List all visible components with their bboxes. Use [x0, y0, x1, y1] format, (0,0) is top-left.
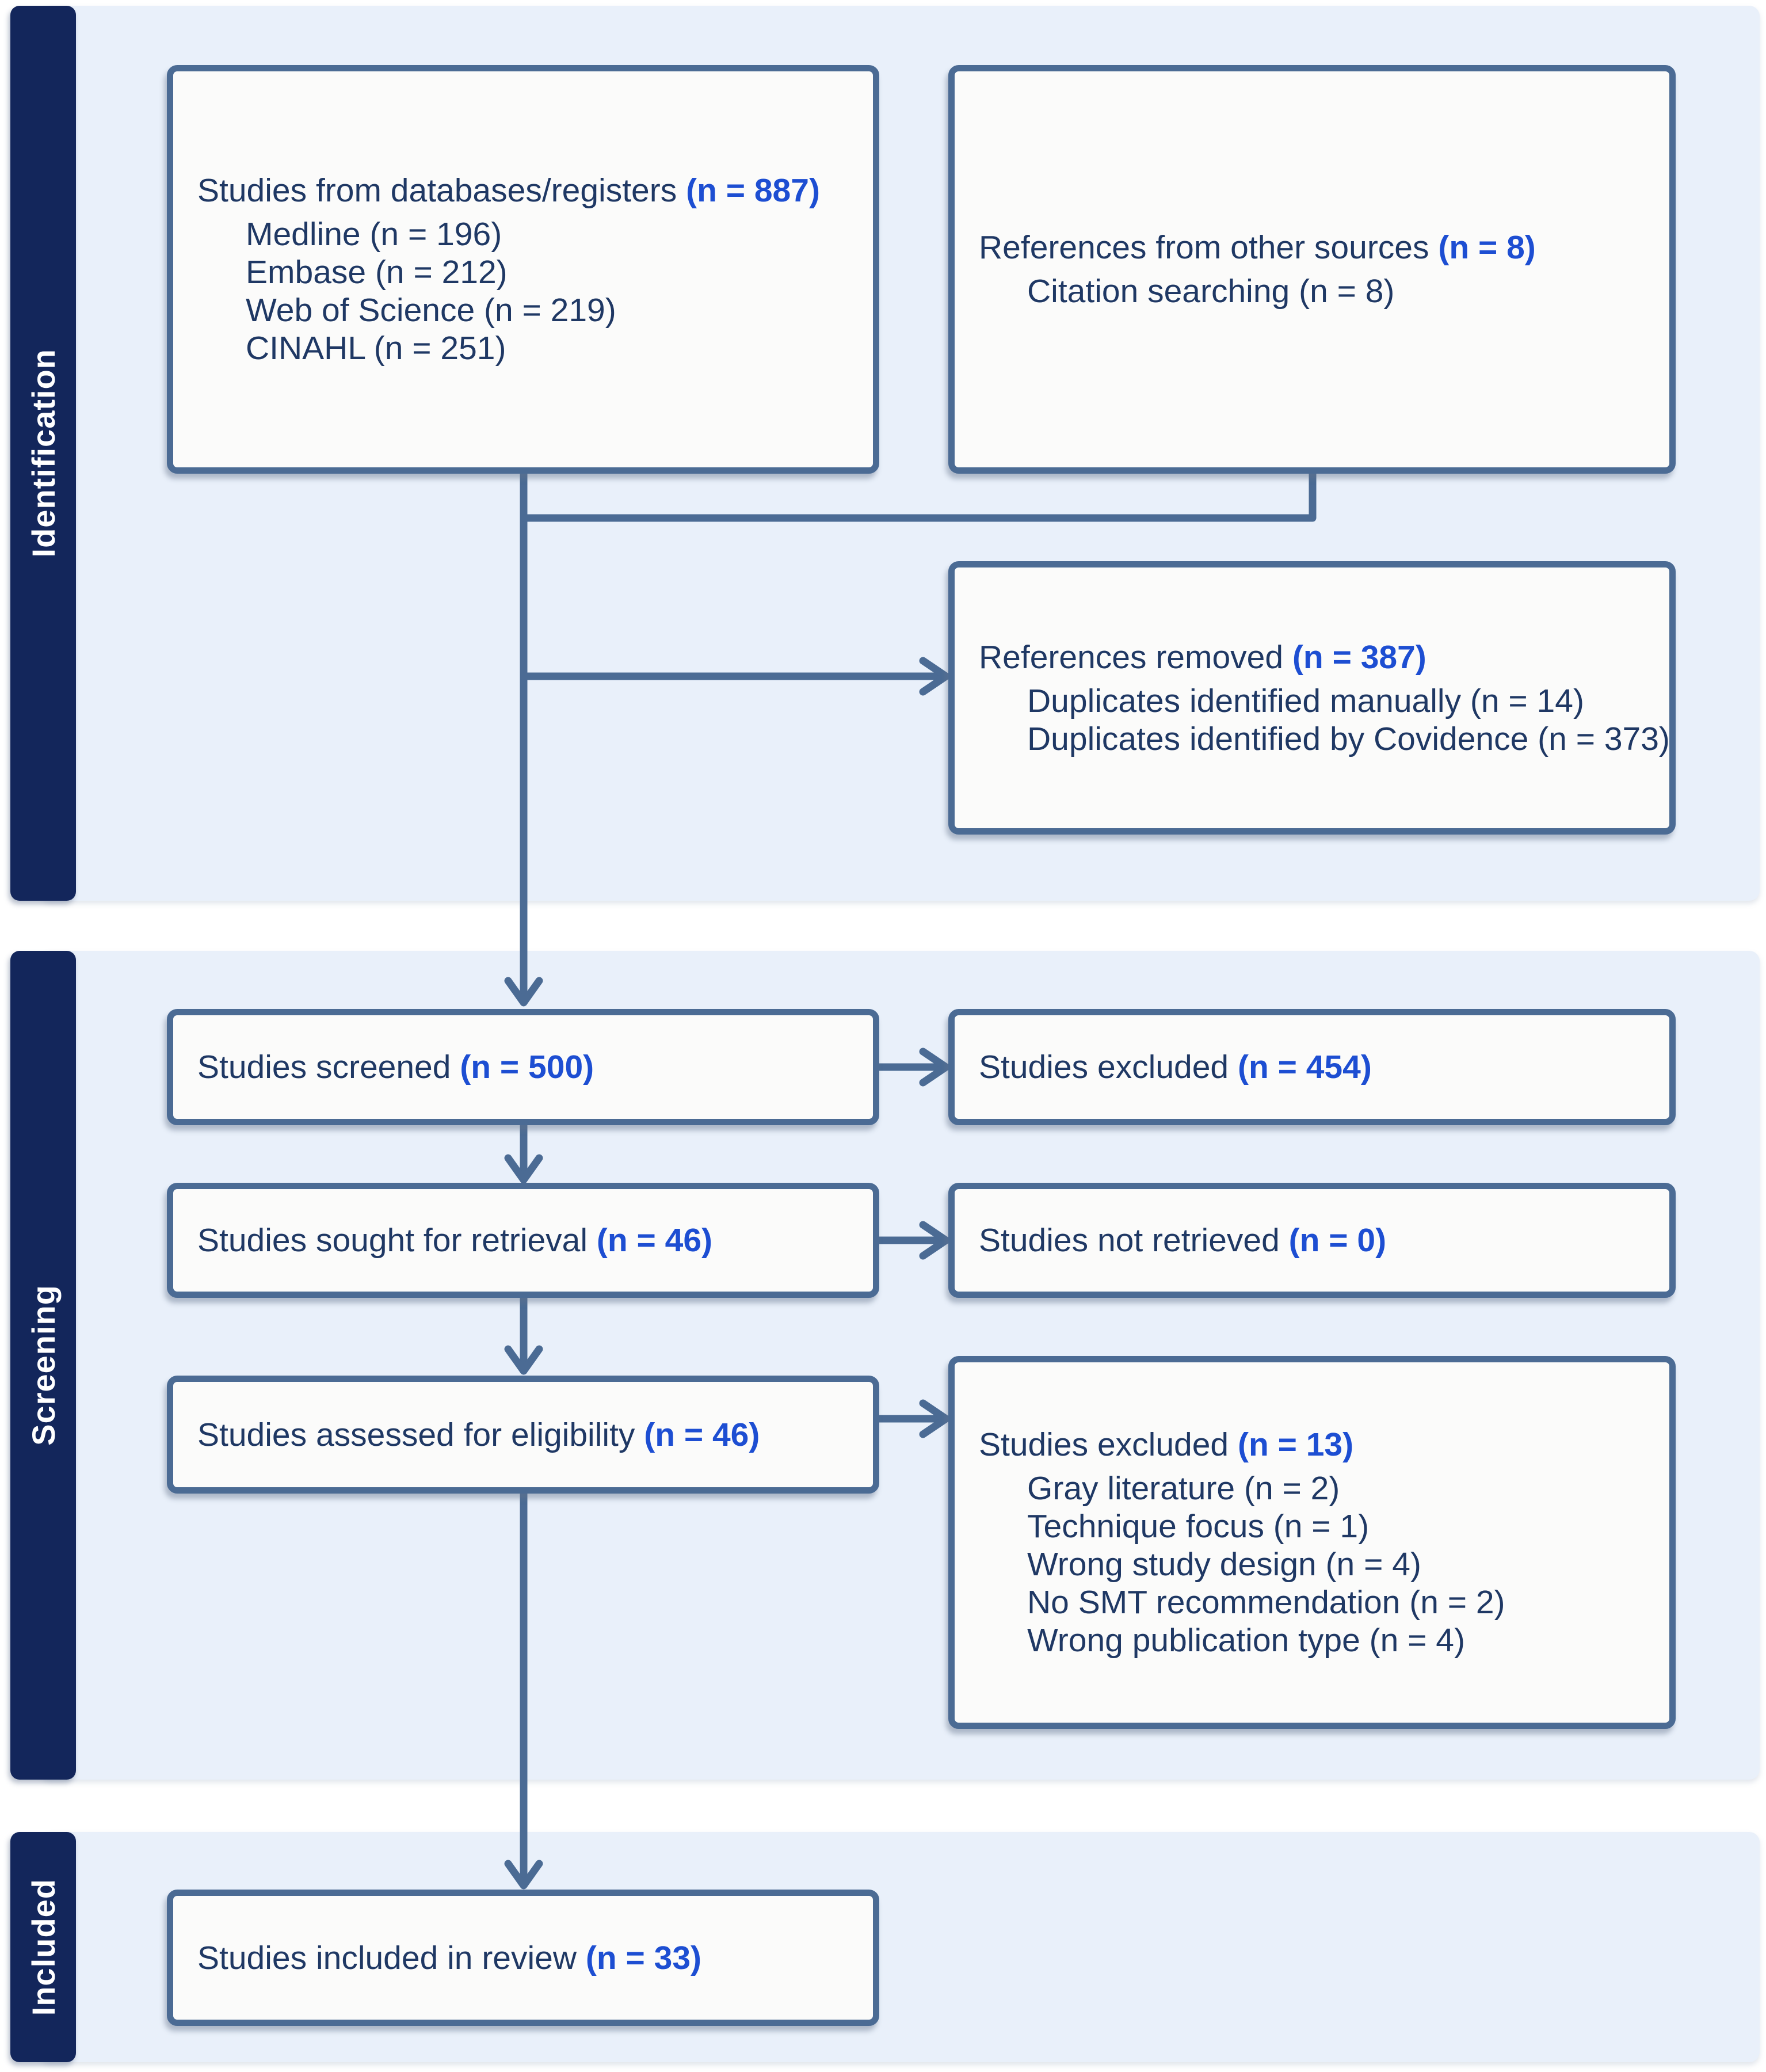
box-not-retrieved: Studies not retrieved (n = 0) [948, 1183, 1676, 1298]
screening-sidebar-bar: Screening [10, 951, 76, 1780]
box-other-sources-title-line: References from other sources (n = 8) [979, 228, 1658, 266]
box-excluded-eligibility-title-line: Studies excluded (n = 13) [979, 1426, 1658, 1464]
box-excluded-eligibility-item: Gray literature (n = 2) [1027, 1470, 1340, 1507]
box-databases-title-line: Studies from databases/registers (n = 88… [197, 172, 861, 210]
box-references-removed-title-line: References removed (n = 387) [979, 638, 1670, 676]
box-assessed: Studies assessed for eligibility (n = 46… [167, 1376, 879, 1494]
box-references-removed: References removed (n = 387) Duplicates … [948, 561, 1676, 835]
sidebar-label-included: Included [25, 1878, 62, 2016]
identification-sidebar-bar: Identification [10, 6, 76, 901]
box-excluded-screening-title-line: Studies excluded (n = 454) [979, 1048, 1658, 1086]
box-screened-title-line: Studies screened (n = 500) [197, 1048, 861, 1086]
box-assessed-title-line: Studies assessed for eligibility (n = 46… [197, 1416, 861, 1454]
box-screened-count: (n = 500) [460, 1049, 594, 1085]
box-excluded-eligibility-item: Wrong publication type (n = 4) [1027, 1622, 1465, 1659]
box-databases-items: Medline (n = 196) Embase (n = 212) Web o… [246, 215, 861, 367]
box-references-removed-title: References removed [979, 638, 1284, 676]
box-included-title-line: Studies included in review (n = 33) [197, 1939, 861, 1977]
included-sidebar-bar: Included [10, 1832, 76, 2062]
box-not-retrieved-title: Studies not retrieved [979, 1222, 1280, 1259]
box-not-retrieved-count: (n = 0) [1288, 1222, 1387, 1259]
box-databases-item: CINAHL (n = 251) [246, 330, 506, 367]
box-screened: Studies screened (n = 500) [167, 1009, 879, 1125]
box-other-sources-title: References from other sources [979, 229, 1429, 266]
box-excluded-screening-title: Studies excluded [979, 1049, 1229, 1085]
box-databases-count: (n = 887) [686, 172, 820, 209]
box-included-title: Studies included in review [197, 1939, 577, 1976]
sidebar-label-screening: Screening [25, 1285, 62, 1446]
box-other-sources-items: Citation searching (n = 8) [1027, 272, 1658, 310]
box-excluded-eligibility: Studies excluded (n = 13) Gray literatur… [948, 1356, 1676, 1729]
box-sought: Studies sought for retrieval (n = 46) [167, 1183, 879, 1298]
box-databases-item: Web of Science (n = 219) [246, 292, 616, 329]
box-excluded-eligibility-item: Wrong study design (n = 4) [1027, 1546, 1421, 1583]
box-references-removed-item: Duplicates identified by Covidence (n = … [1027, 720, 1670, 757]
box-references-removed-item: Duplicates identified manually (n = 14) [1027, 682, 1584, 719]
box-sought-title: Studies sought for retrieval [197, 1222, 588, 1259]
box-other-sources-item: Citation searching (n = 8) [1027, 273, 1395, 310]
box-not-retrieved-title-line: Studies not retrieved (n = 0) [979, 1221, 1658, 1259]
box-excluded-eligibility-item: No SMT recommendation (n = 2) [1027, 1584, 1505, 1621]
box-sought-count: (n = 46) [596, 1222, 713, 1259]
box-references-removed-items: Duplicates identified manually (n = 14) … [1027, 682, 1670, 758]
box-excluded-eligibility-items: Gray literature (n = 2) Technique focus … [1027, 1469, 1658, 1659]
box-excluded-screening-count: (n = 454) [1237, 1049, 1372, 1085]
box-databases-item: Embase (n = 212) [246, 254, 508, 291]
box-included-count: (n = 33) [585, 1939, 702, 1976]
box-databases-item: Medline (n = 196) [246, 216, 502, 253]
box-screened-title: Studies screened [197, 1049, 451, 1085]
box-other-sources-count: (n = 8) [1438, 229, 1536, 266]
box-included: Studies included in review (n = 33) [167, 1890, 879, 2026]
sidebar-label-identification: Identification [25, 349, 62, 558]
box-databases-title: Studies from databases/registers [197, 172, 677, 209]
box-references-removed-count: (n = 387) [1292, 638, 1426, 676]
box-other-sources: References from other sources (n = 8) Ci… [948, 65, 1676, 474]
box-excluded-screening: Studies excluded (n = 454) [948, 1009, 1676, 1125]
box-excluded-eligibility-count: (n = 13) [1237, 1426, 1354, 1463]
box-assessed-title: Studies assessed for eligibility [197, 1416, 635, 1453]
box-assessed-count: (n = 46) [644, 1416, 760, 1453]
box-excluded-eligibility-item: Technique focus (n = 1) [1027, 1508, 1370, 1545]
box-sought-title-line: Studies sought for retrieval (n = 46) [197, 1221, 861, 1259]
box-databases: Studies from databases/registers (n = 88… [167, 65, 879, 474]
box-excluded-eligibility-title: Studies excluded [979, 1426, 1229, 1463]
